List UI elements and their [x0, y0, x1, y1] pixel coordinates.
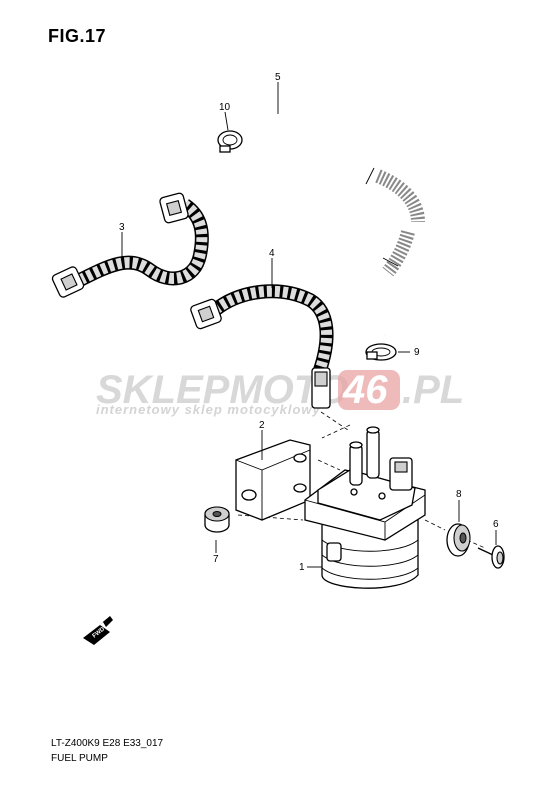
watermark-brand-badge: 46 [342, 368, 388, 412]
rubber-cushion-7 [204, 506, 230, 533]
watermark-brand-right: .PL [402, 368, 464, 412]
figure-name: FUEL PUMP [51, 753, 108, 764]
callout-6: 6 [493, 519, 499, 530]
callout-5: 5 [275, 72, 281, 83]
watermark: SKLEPMOTO 46 .PL internetowy sklep motoc… [96, 368, 464, 417]
figure-title: FIG.17 [48, 26, 107, 46]
wiring-lead-4 [190, 284, 334, 409]
pump-bracket-2 [235, 439, 311, 521]
grommet-8 [446, 523, 471, 557]
bolt-6 [477, 545, 505, 569]
callout-8: 8 [456, 489, 462, 500]
wiring-harness-3 [51, 192, 209, 298]
watermark-brand-left: SKLEPMOTO [96, 368, 349, 412]
model-code: LT-Z400K9 E28 E33_017 [51, 738, 164, 749]
callout-4: 4 [269, 248, 275, 259]
callout-1: 1 [299, 562, 305, 573]
watermark-badge-shape [338, 370, 400, 410]
watermark-tagline: internetowy sklep motocyklowy [96, 402, 321, 417]
hose-clamp-9 [365, 343, 397, 361]
callout-10: 10 [219, 102, 231, 113]
callout-numbers: 5 10 3 4 9 2 8 6 7 1 [119, 72, 499, 573]
hose-clamp-10 [217, 130, 243, 153]
forward-direction-arrow: FWD [83, 616, 113, 645]
leader-lines [121, 82, 497, 568]
callout-2: 2 [259, 420, 265, 431]
callout-3: 3 [119, 222, 125, 233]
callout-7: 7 [213, 554, 219, 565]
fuel-hose [234, 103, 428, 336]
callout-9: 9 [414, 347, 420, 358]
fuel-pump-1 [304, 426, 426, 589]
